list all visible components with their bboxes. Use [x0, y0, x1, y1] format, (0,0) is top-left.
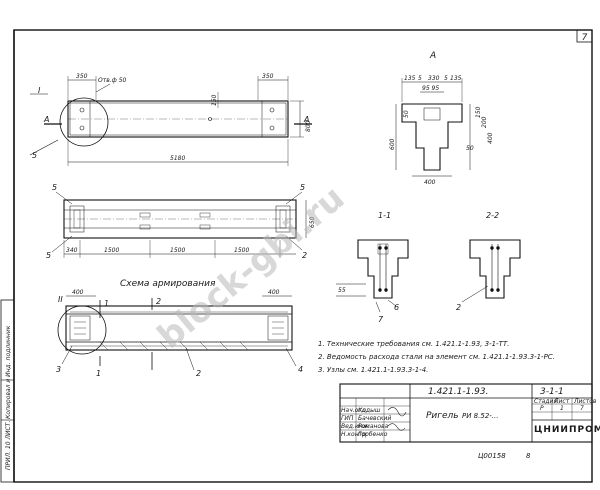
- reinforcement-scheme: [57, 295, 297, 371]
- title-role-0: Нач.отд.: [341, 407, 368, 414]
- title-block: [339, 383, 593, 443]
- plan-mark-5: 5: [32, 151, 37, 160]
- plan-dim-total: 5180: [170, 155, 185, 162]
- left-strip-label: ПРИЛ. 10 ЛИСТ. Копировал и Инд. подлинни…: [5, 325, 12, 470]
- plan-dim-height: 800: [305, 120, 312, 132]
- title-name: Ригель: [426, 411, 459, 421]
- view-a-dim-4: 135: [450, 75, 462, 82]
- side-dim-2: 1500: [170, 247, 185, 254]
- side-dim-0: 340: [66, 247, 78, 254]
- reinforcement-mark-II: II: [58, 295, 63, 304]
- section-2-2: [461, 239, 521, 303]
- title-stadia-label: Стадия: [534, 398, 557, 405]
- side-mark-2-right: 2: [302, 251, 307, 260]
- view-a: [395, 78, 471, 177]
- title-stadia: Р: [540, 405, 544, 412]
- bottom-code: Ц00158: [478, 452, 506, 460]
- section-1-1: [336, 239, 409, 313]
- side-view: [51, 191, 307, 258]
- title-role-3: Н.контр.: [341, 431, 368, 438]
- side-dim-3: 1500: [234, 247, 249, 254]
- side-mark-5-right: 5: [300, 183, 305, 192]
- page-number-box: [576, 29, 593, 43]
- title-role-2: Вед.инж.: [341, 423, 370, 430]
- view-a-dim-600: 600: [389, 138, 396, 150]
- title-person-2: Романова: [358, 423, 389, 430]
- plan-section-mark: I: [38, 86, 41, 95]
- title-person-3: Горбенко: [358, 431, 388, 438]
- note-3: 3. Узлы см. 1.421.1-1.93.3-1-4.: [318, 366, 428, 374]
- plan-hole-label: Отв.ф 50: [98, 77, 127, 84]
- reinforcement-title: Схема армирования: [120, 279, 216, 289]
- plan-view: [29, 76, 312, 166]
- title-lists: 7: [580, 405, 584, 412]
- reinforcement-mark-4: 4: [298, 365, 303, 374]
- title-sheet-code: 3-1-1: [540, 387, 564, 397]
- view-a-dim-3: 5: [444, 75, 448, 82]
- side-mark-5-left: 5: [52, 183, 57, 192]
- section-2-2-label: 2: [456, 303, 461, 312]
- reinforcement-dim-left: 400: [72, 289, 84, 296]
- view-a-dim-95: 95 95: [422, 85, 439, 92]
- side-dim-height: 650: [309, 216, 316, 228]
- signature-mark: [387, 407, 407, 417]
- reinforcement-mark-2-top: 2: [156, 297, 161, 306]
- signature-mark-2: [387, 423, 406, 431]
- note-1: 1. Технические требования см. 1.421.1-1.…: [318, 340, 509, 348]
- section-1-1-label-6: 6: [394, 303, 399, 312]
- title-list-label: Лист: [553, 398, 570, 405]
- view-a-dim-2: 330: [428, 75, 440, 82]
- reinforcement-mark-3: 3: [56, 365, 61, 374]
- plan-dim-mid: 150: [211, 94, 218, 106]
- view-a-dim-right-0: 150: [475, 106, 482, 118]
- side-dim-1: 1500: [104, 247, 119, 254]
- section-2-2-title: 2-2: [486, 211, 499, 220]
- plan-dim-right: 350: [262, 73, 274, 80]
- plan-cut-right: А: [303, 115, 309, 124]
- section-1-1-label-7: 7: [378, 315, 384, 324]
- title-org: ЦНИИПРОМЗДАНИЙ: [534, 423, 600, 435]
- view-a-dim-left: 50: [403, 110, 410, 118]
- view-a-dim-400: 400: [424, 179, 436, 186]
- reinforcement-mark-1-top: 1: [104, 299, 109, 308]
- note-2: 2. Ведомость расхода стали на элемент см…: [318, 353, 555, 361]
- section-1-1-title: 1-1: [378, 211, 391, 220]
- watermark: block-gbi.ru: [150, 178, 352, 357]
- section-1-1-label-55: 55: [338, 287, 346, 294]
- view-a-dim-right-1: 200: [481, 116, 488, 128]
- reinforcement-mark-1-bottom: 1: [96, 369, 101, 378]
- title-list: 1: [560, 405, 564, 412]
- page-number: 7: [582, 33, 588, 43]
- title-person-0: Кодыш: [358, 407, 381, 414]
- left-strip: [0, 299, 15, 483]
- title-role-1: ГИП: [341, 415, 354, 422]
- view-a-dim-0: 135: [404, 75, 416, 82]
- view-a-dim-1: 5: [418, 75, 422, 82]
- view-a-dim-50: 50: [466, 145, 474, 152]
- plan-dim-left: 350: [76, 73, 88, 80]
- view-a-title: А: [429, 51, 436, 61]
- title-person-1: Бачевский: [358, 415, 391, 422]
- reinforcement-mark-2: 2: [196, 369, 201, 378]
- plan-cut-left: А: [43, 115, 49, 124]
- title-lists-label: Листов: [573, 398, 597, 405]
- view-a-dim-right-2: 400: [487, 132, 494, 144]
- title-series: 1.421.1-1.93.: [428, 387, 489, 397]
- reinforcement-dim-right: 400: [268, 289, 280, 296]
- bottom-sheet: 8: [526, 452, 531, 460]
- title-mark: РИ 8.52-...: [462, 412, 498, 420]
- side-mark-5-bottom: 5: [46, 251, 51, 260]
